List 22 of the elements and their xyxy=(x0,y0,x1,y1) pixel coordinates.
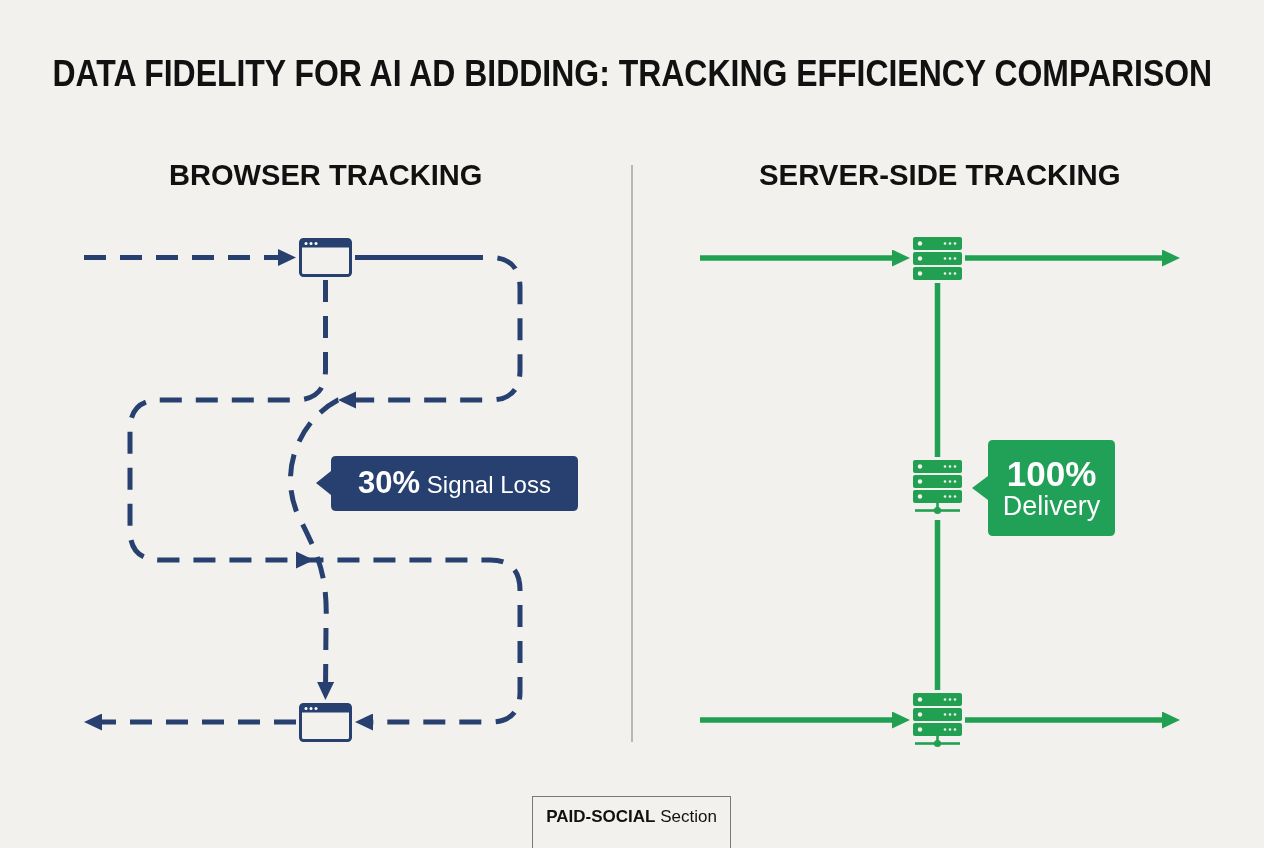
connector-line xyxy=(934,520,941,690)
dashed-arrow xyxy=(84,249,296,266)
section-heading: BROWSER TRACKING xyxy=(168,158,482,193)
arrow xyxy=(700,249,910,267)
diagram-title: DATA FIDELITY FOR AI AD BIDDING: TRACKING EFFICIENCY COMPARISON xyxy=(52,53,1212,95)
arrow xyxy=(965,249,1180,267)
server-icon xyxy=(913,460,962,517)
callout-bubble xyxy=(316,456,578,511)
callout-bubble xyxy=(972,440,1115,536)
browser-window-icon xyxy=(299,238,352,277)
callout-text: 100% Delivery xyxy=(1001,454,1102,522)
server-icon xyxy=(913,693,962,750)
section-heading: SERVER-SIDE TRACKING xyxy=(759,158,1121,193)
section-tag xyxy=(532,796,731,848)
callout-text: 30% Signal Loss xyxy=(358,466,551,501)
browser-window-icon xyxy=(299,703,352,742)
arrow xyxy=(700,711,910,729)
server-icon xyxy=(913,237,962,280)
section-label: PAID-SOCIAL Section xyxy=(546,808,717,827)
arrow xyxy=(965,711,1180,729)
dashed-arrow xyxy=(84,713,296,731)
connector-line xyxy=(934,283,941,457)
